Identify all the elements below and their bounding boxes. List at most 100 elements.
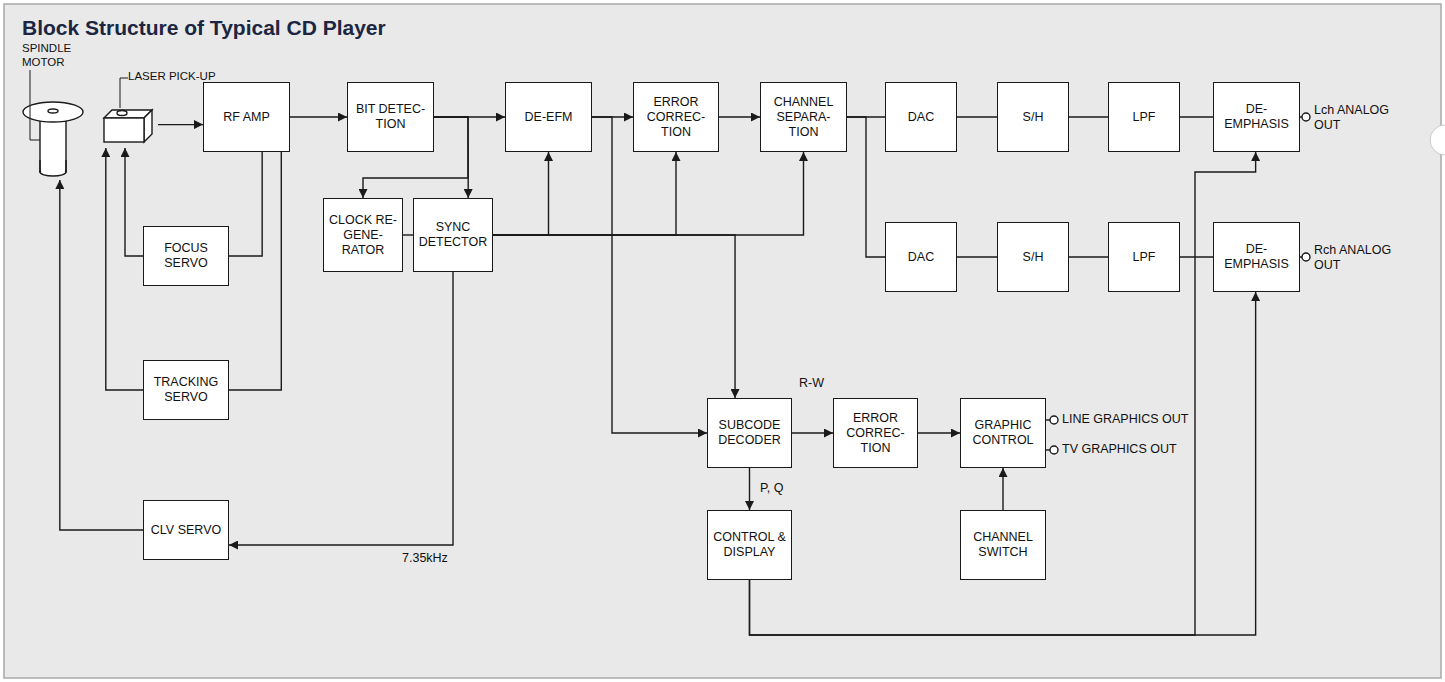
block-name: LPF xyxy=(1113,250,1175,265)
process-box: SUBCODE DECODER xyxy=(707,398,792,468)
signal-line xyxy=(957,256,997,257)
part-label: SPINDLE MOTOR xyxy=(22,42,84,180)
signal-line xyxy=(229,152,262,256)
block-name: GRAPHIC CONTROL xyxy=(965,418,1041,448)
process-box: CHANNEL SWITCH xyxy=(960,510,1046,580)
signal-line xyxy=(957,116,997,117)
signal-line xyxy=(290,116,347,117)
signal-line xyxy=(60,180,143,530)
process-box: TRACKING SERVO xyxy=(143,360,229,420)
disc xyxy=(23,102,83,122)
signal-line xyxy=(1002,468,1003,510)
block-name: SYNC DETECTOR xyxy=(418,220,488,250)
edge-label: R-W xyxy=(797,376,826,391)
block-name: DE- EMPHASIS xyxy=(1218,102,1295,132)
output-terminals xyxy=(1046,113,1310,454)
part-label: LASER PICK-UP xyxy=(98,70,158,148)
signal-line xyxy=(847,117,885,257)
signal-line xyxy=(592,117,707,433)
process-box: SYNC DETECTOR xyxy=(413,198,493,272)
process-box: CLV SERVO xyxy=(143,500,229,560)
block-name: ERROR CORREC- TION xyxy=(638,95,714,140)
block-name: FOCUS SERVO xyxy=(148,241,224,271)
block-name: DE-EFM xyxy=(510,110,587,125)
process-box: DAC xyxy=(885,82,957,152)
signal-line xyxy=(493,235,735,398)
spindle-motor-drawing xyxy=(23,70,83,176)
process-box: RF AMP xyxy=(203,82,290,152)
process-box: GRAPHIC CONTROL xyxy=(960,398,1046,468)
signal-label: Rch ANALOG OUT xyxy=(1314,243,1410,273)
process-box: ERROR CORREC- TION xyxy=(833,398,918,468)
output-terminal xyxy=(1050,416,1058,424)
process-box: ERROR CORREC- TION xyxy=(633,82,719,152)
block-name: CHANNEL SEPARA- TION xyxy=(765,95,842,140)
block-name: BIT DETEC- TION xyxy=(352,102,429,132)
part-name: LASER PICK-UP xyxy=(128,70,158,84)
signal-line xyxy=(158,124,203,125)
process-box: S/H xyxy=(997,222,1069,292)
output-terminal xyxy=(1302,253,1310,261)
signal-line xyxy=(749,468,750,510)
process-box: LPF xyxy=(1108,82,1180,152)
process-box: CONTROL & DISPLAY xyxy=(707,510,792,580)
signal-label: LINE GRAPHICS OUT xyxy=(1062,412,1202,427)
block-name: TRACKING SERVO xyxy=(148,375,224,405)
pickup-front xyxy=(104,118,144,142)
motor-edge xyxy=(39,160,40,172)
signal-line xyxy=(493,152,676,235)
process-box: S/H xyxy=(997,82,1069,152)
block-name: RF AMP xyxy=(208,110,285,125)
motor-body xyxy=(40,118,66,172)
binder-hole xyxy=(1430,125,1445,155)
block-name: SUBCODE DECODER xyxy=(712,418,787,448)
block-name: CLOCK RE- GENE- RATOR xyxy=(328,213,398,258)
block-name: CHANNEL SWITCH xyxy=(965,530,1041,560)
leader-line xyxy=(30,70,40,140)
signal-label: Lch ANALOG OUT xyxy=(1314,103,1410,133)
signal-label: TV GRAPHICS OUT xyxy=(1062,442,1202,457)
process-box: CHANNEL SEPARA- TION xyxy=(760,82,847,152)
process-box: FOCUS SERVO xyxy=(143,226,229,286)
signal-line xyxy=(1180,256,1213,257)
output-terminal xyxy=(1302,113,1310,121)
signal-line xyxy=(125,148,143,256)
pickup-side xyxy=(144,110,152,142)
signal-line xyxy=(403,234,413,235)
edge-label: 7.35kHz xyxy=(400,551,450,566)
process-box: LPF xyxy=(1108,222,1180,292)
block-name: DAC xyxy=(890,250,952,265)
signal-line xyxy=(1069,116,1108,117)
signal-line xyxy=(493,152,549,235)
edge-label: P, Q xyxy=(758,481,785,496)
signal-line xyxy=(493,152,804,235)
block-name: LPF xyxy=(1113,110,1175,125)
signal-line xyxy=(792,432,833,433)
block-name: CONTROL & DISPLAY xyxy=(712,530,787,560)
block-name: DE- EMPHASIS xyxy=(1218,242,1295,272)
block-name: S/H xyxy=(1002,250,1064,265)
block-name: ERROR CORREC- TION xyxy=(838,411,913,456)
signal-line xyxy=(750,152,1256,635)
signal-line xyxy=(229,152,281,390)
process-box: DE- EMPHASIS xyxy=(1213,222,1300,292)
block-name: CLV SERVO xyxy=(148,523,224,538)
process-box: DAC xyxy=(885,222,957,292)
signal-line xyxy=(1180,116,1213,117)
process-box: CLOCK RE- GENE- RATOR xyxy=(323,198,403,272)
signal-line xyxy=(918,432,960,433)
part-name: SPINDLE MOTOR xyxy=(22,42,84,70)
signal-line xyxy=(719,116,760,117)
process-box: BIT DETEC- TION xyxy=(347,82,434,152)
signal-line xyxy=(434,117,468,198)
block-name: S/H xyxy=(1002,110,1064,125)
block-name: DAC xyxy=(890,110,952,125)
signal-line xyxy=(229,272,453,545)
pickup-lens xyxy=(117,111,127,116)
signal-line xyxy=(106,148,143,390)
signal-line xyxy=(1069,256,1108,257)
process-box: DE-EFM xyxy=(505,82,592,152)
output-terminal xyxy=(1050,446,1058,454)
diagram-panel xyxy=(4,4,1441,678)
laser-pickup-drawing xyxy=(104,78,152,142)
